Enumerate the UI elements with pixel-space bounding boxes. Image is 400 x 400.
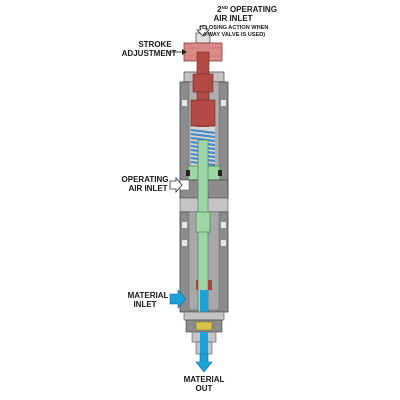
second-inlet-label-line2: AIR INLET (213, 14, 252, 23)
operating-air-label-line2: AIR INLET (128, 184, 167, 193)
material-inlet-label-line2: INLET (133, 300, 156, 309)
second-air-inlet-arrow (196, 25, 210, 37)
material-inlet-arrow (169, 289, 187, 309)
stroke-adjustment-label-line1: STROKE (138, 40, 172, 49)
stroke-adjustment-label-line2: ADJUSTMENT (122, 49, 177, 58)
material-out-arrow (195, 353, 213, 373)
second-inlet-note-line1: (CLOSING ACTION WHEN (200, 25, 269, 31)
material-out-label-line1: MATERIAL (184, 375, 225, 384)
operating-air-inlet-arrow (169, 176, 183, 194)
operating-air-label-line1: OPERATING (122, 175, 169, 184)
second-inlet-note-line2: 4-WAY VALVE IS USED) (203, 32, 265, 38)
material-out-label-line2: OUT (196, 384, 213, 393)
brass-seat (195, 321, 213, 331)
stroke-adjustment-arrow (168, 49, 187, 55)
material-inlet-label-line1: MATERIAL (128, 291, 169, 300)
nozzle-assembly (183, 311, 225, 356)
